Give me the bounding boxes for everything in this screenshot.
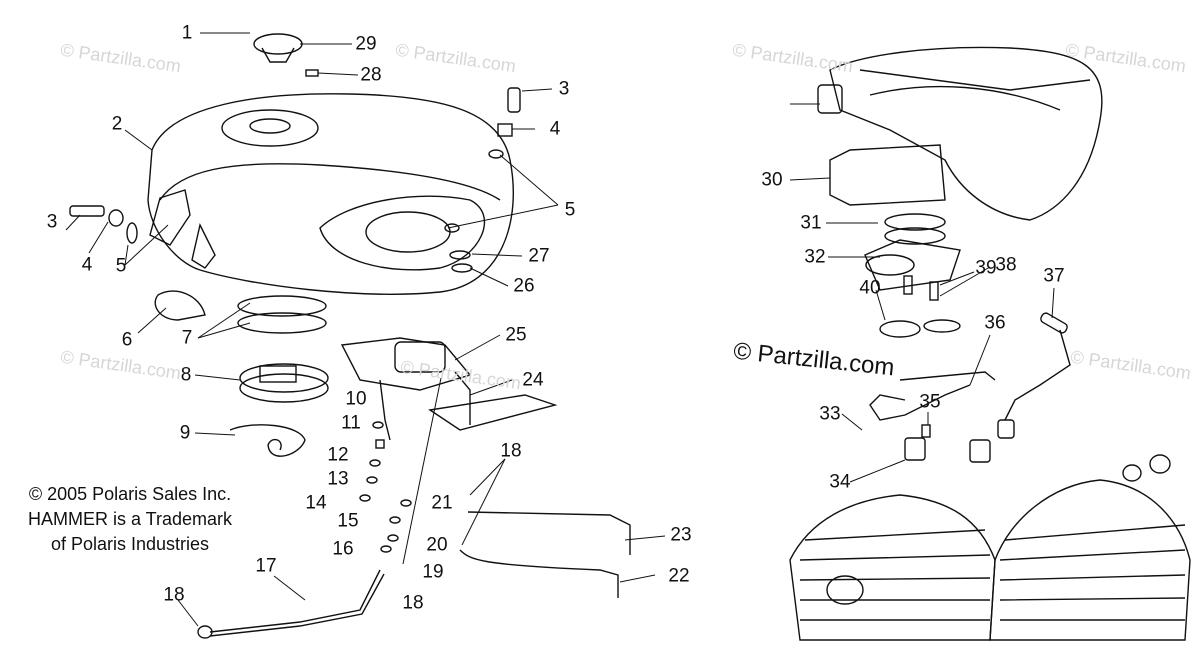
callout-label: 18 xyxy=(500,440,522,462)
callout-label: 6 xyxy=(121,329,133,351)
callout-label: 11 xyxy=(341,412,361,434)
callout-label: 22 xyxy=(668,565,690,587)
callout-label: 4 xyxy=(549,118,561,140)
copyright-line: © 2005 Polaris Sales Inc. xyxy=(28,484,232,504)
callout-label: 40 xyxy=(859,277,881,299)
callout-label: 19 xyxy=(422,561,444,583)
callout-label: 33 xyxy=(819,403,841,425)
callout-label: 5 xyxy=(564,199,576,221)
callout-label: 1 xyxy=(181,22,193,44)
callout-label: 18 xyxy=(163,584,185,606)
throttle-body-assembly xyxy=(817,46,1171,482)
callout-label: 37 xyxy=(1043,265,1065,287)
callout-label: 36 xyxy=(984,312,1006,334)
callout-label: 23 xyxy=(670,524,692,546)
callout-label: 5 xyxy=(115,255,127,277)
callout-label: 3 xyxy=(558,78,570,100)
fuel-tank xyxy=(147,93,514,295)
callout-label: 2 xyxy=(111,113,123,135)
callout-label: 35 xyxy=(919,391,941,413)
callout-label: 8 xyxy=(180,364,192,386)
callout-label: 24 xyxy=(522,369,544,391)
callout-label: 4 xyxy=(81,254,93,276)
callout-label: 31 xyxy=(800,212,822,234)
callout-label: 15 xyxy=(337,510,359,532)
callout-label: 26 xyxy=(513,275,535,297)
copyright-notice: © 2005 Polaris Sales Inc. HAMMER is a Tr… xyxy=(10,482,250,557)
callout-label: 29 xyxy=(355,33,377,55)
callout-label: 13 xyxy=(327,468,349,490)
copyright-line: of Polaris Industries xyxy=(50,534,210,554)
callout-label: 18 xyxy=(402,592,424,614)
copyright-line: HAMMER is a Trademark xyxy=(27,509,233,529)
callout-label: 20 xyxy=(426,534,448,556)
tank-parts xyxy=(69,33,631,639)
callout-label: 7 xyxy=(181,327,193,349)
callout-label: 39 xyxy=(975,257,997,279)
callout-label: 30 xyxy=(761,169,783,191)
callout-label: 17 xyxy=(255,555,277,577)
engine-cylinders xyxy=(789,479,1191,641)
callout-label: 21 xyxy=(431,492,453,514)
callout-label: 27 xyxy=(528,245,550,267)
callout-label: 16 xyxy=(332,538,354,560)
callout-label: 34 xyxy=(829,471,851,493)
callout-label: 28 xyxy=(360,64,382,86)
callout-label: 9 xyxy=(179,422,191,444)
callout-label: 10 xyxy=(345,388,367,410)
callout-label: 38 xyxy=(995,254,1017,276)
callout-label: 25 xyxy=(505,324,527,346)
callout-label: 3 xyxy=(46,211,58,233)
callout-label: 32 xyxy=(804,246,826,268)
callout-label: 12 xyxy=(327,444,349,466)
callout-label: 14 xyxy=(305,492,327,514)
